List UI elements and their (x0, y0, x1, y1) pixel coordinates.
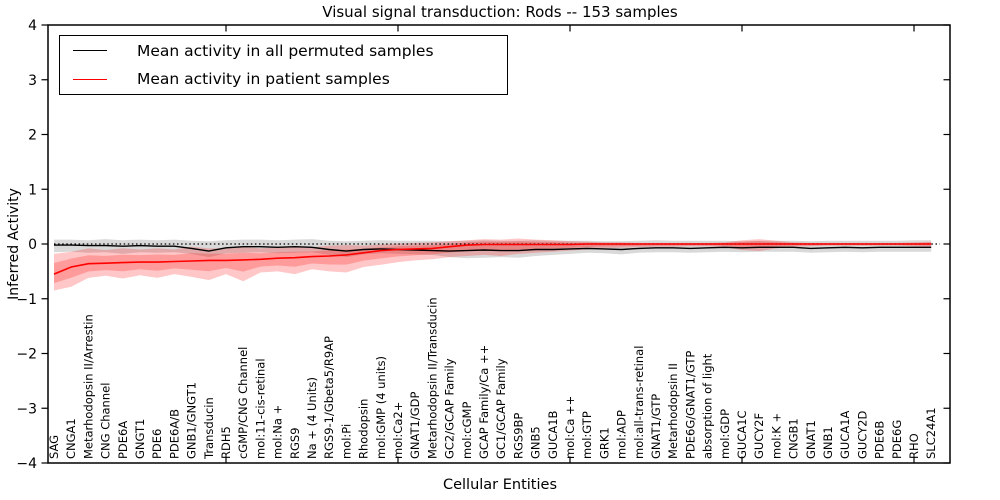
x-tick-label: Transducin (202, 397, 216, 460)
x-tick-label: SAG (47, 435, 61, 459)
x-tick-label: Rhodopsin (357, 399, 371, 459)
y-tick-label: 4 (28, 18, 37, 34)
x-tick-label: PDE6A/B (167, 409, 181, 459)
x-tick-label: RGS9BP (511, 413, 525, 459)
y-tick-label: −2 (16, 347, 37, 363)
x-tick-label: RGS9 (288, 427, 302, 459)
x-tick-label: RDH5 (219, 426, 233, 459)
permuted-mean-line (54, 244, 932, 252)
x-tick-label: PDE6G (890, 420, 904, 459)
x-tick-label: GC2/GCAP Family (443, 358, 457, 459)
x-tick-label: mol:K + (769, 413, 783, 459)
x-tick-label: CNG Channel (99, 383, 113, 459)
x-tick-label: RGS9-1/Gbeta5/R9AP (322, 336, 336, 459)
x-tick-label: PDE6B (873, 421, 887, 459)
x-tick-label: GCAP Family/Ca ++ (477, 345, 491, 459)
legend-label-permuted: Mean activity in all permuted samples (137, 41, 434, 60)
legend-entry-patient: Mean activity in patient samples (60, 65, 507, 93)
x-tick-label: PDE6G/GNAT1/GTP (683, 351, 697, 459)
x-tick-label: GNAT1/GDP (408, 392, 422, 459)
x-tick-label: mol:Pi (339, 424, 353, 459)
x-tick-label: mol:GTP (580, 411, 594, 459)
x-tick-label: mol:ADP (615, 410, 629, 459)
patient-mean-line (53, 243, 932, 275)
x-tick-label: Metarhodopsin II/Transducin (425, 297, 439, 459)
x-tick-label: cGMP/CNG Channel (236, 347, 250, 459)
x-tick-label: GUCA1C (735, 410, 749, 459)
y-tick-label: 0 (28, 237, 37, 253)
x-tick-label: Metarhodopsin II/Arrestin (81, 314, 95, 459)
x-tick-label: GUCY2F (752, 413, 766, 459)
x-tick-label: mol:11-cis-retinal (253, 358, 267, 459)
x-tick-label: GNB5 (529, 426, 543, 459)
y-tick-labels: −4 −3 −2 −1 0 1 2 3 4 (16, 18, 37, 472)
x-tick-label: GNAT1 (804, 420, 818, 459)
x-tick-label: CNGA1 (64, 418, 78, 459)
x-tick-label: mol:all-trans-retinal (632, 346, 646, 459)
x-tick-label: GUCA1A (838, 410, 852, 459)
permuted-line-swatch-icon (73, 50, 107, 52)
y-tick-label: −4 (16, 456, 37, 472)
x-tick-label: Metarhodopsin II (666, 363, 680, 459)
x-tick-label: mol:GDP (718, 409, 732, 459)
x-tick-label: GNGT1 (133, 419, 147, 459)
y-axis-label: Inferred Activity (6, 188, 22, 300)
x-tick-label: mol:Ca ++ (563, 396, 577, 459)
y-tick-label: 1 (28, 182, 37, 198)
x-tick-label: RHO (907, 433, 921, 459)
y-tick-label: −1 (16, 292, 37, 308)
x-tick-label: Na + (4 Units) (305, 377, 319, 459)
patient-line-swatch-icon (73, 78, 107, 80)
y-tick-label: 2 (28, 128, 37, 144)
x-axis-label: Cellular Entities (442, 477, 558, 493)
y-tick-label: 3 (28, 73, 37, 89)
x-tick-label: SLC24A1 (924, 407, 938, 459)
red-band (54, 238, 932, 291)
x-tick-label: GC1/GCAP Family (494, 358, 508, 459)
x-tick-label: GRK1 (597, 427, 611, 459)
x-tick-label: GNB1/GNGT1 (185, 382, 199, 459)
axes-frame (41, 24, 951, 464)
x-tick-label: PDE6 (150, 429, 164, 459)
x-tick-label: mol:GMP (4 units) (374, 356, 388, 459)
x-tick-label: GNAT1/GTP (649, 394, 663, 459)
x-tick-label: absorption of light (701, 353, 715, 459)
x-tick-label: GNB1 (821, 426, 835, 459)
legend: Mean activity in all permuted samples Me… (59, 35, 508, 95)
x-tick-label: CNGB1 (787, 418, 801, 459)
chart-title: Visual signal transduction: Rods -- 153 … (322, 3, 678, 21)
legend-entry-permuted: Mean activity in all permuted samples (60, 37, 507, 65)
x-tick-label: GUCY2D (855, 411, 869, 459)
legend-label-patient: Mean activity in patient samples (137, 70, 390, 89)
x-tick-label: mol:cGMP (460, 402, 474, 459)
y-tick-label: −3 (16, 401, 37, 417)
x-tick-label: mol:Na + (271, 405, 285, 459)
x-tick-label: mol:Ca2+ (391, 402, 405, 459)
x-tick-label: GUCA1B (546, 410, 560, 459)
x-tick-label: PDE6A (116, 421, 130, 459)
